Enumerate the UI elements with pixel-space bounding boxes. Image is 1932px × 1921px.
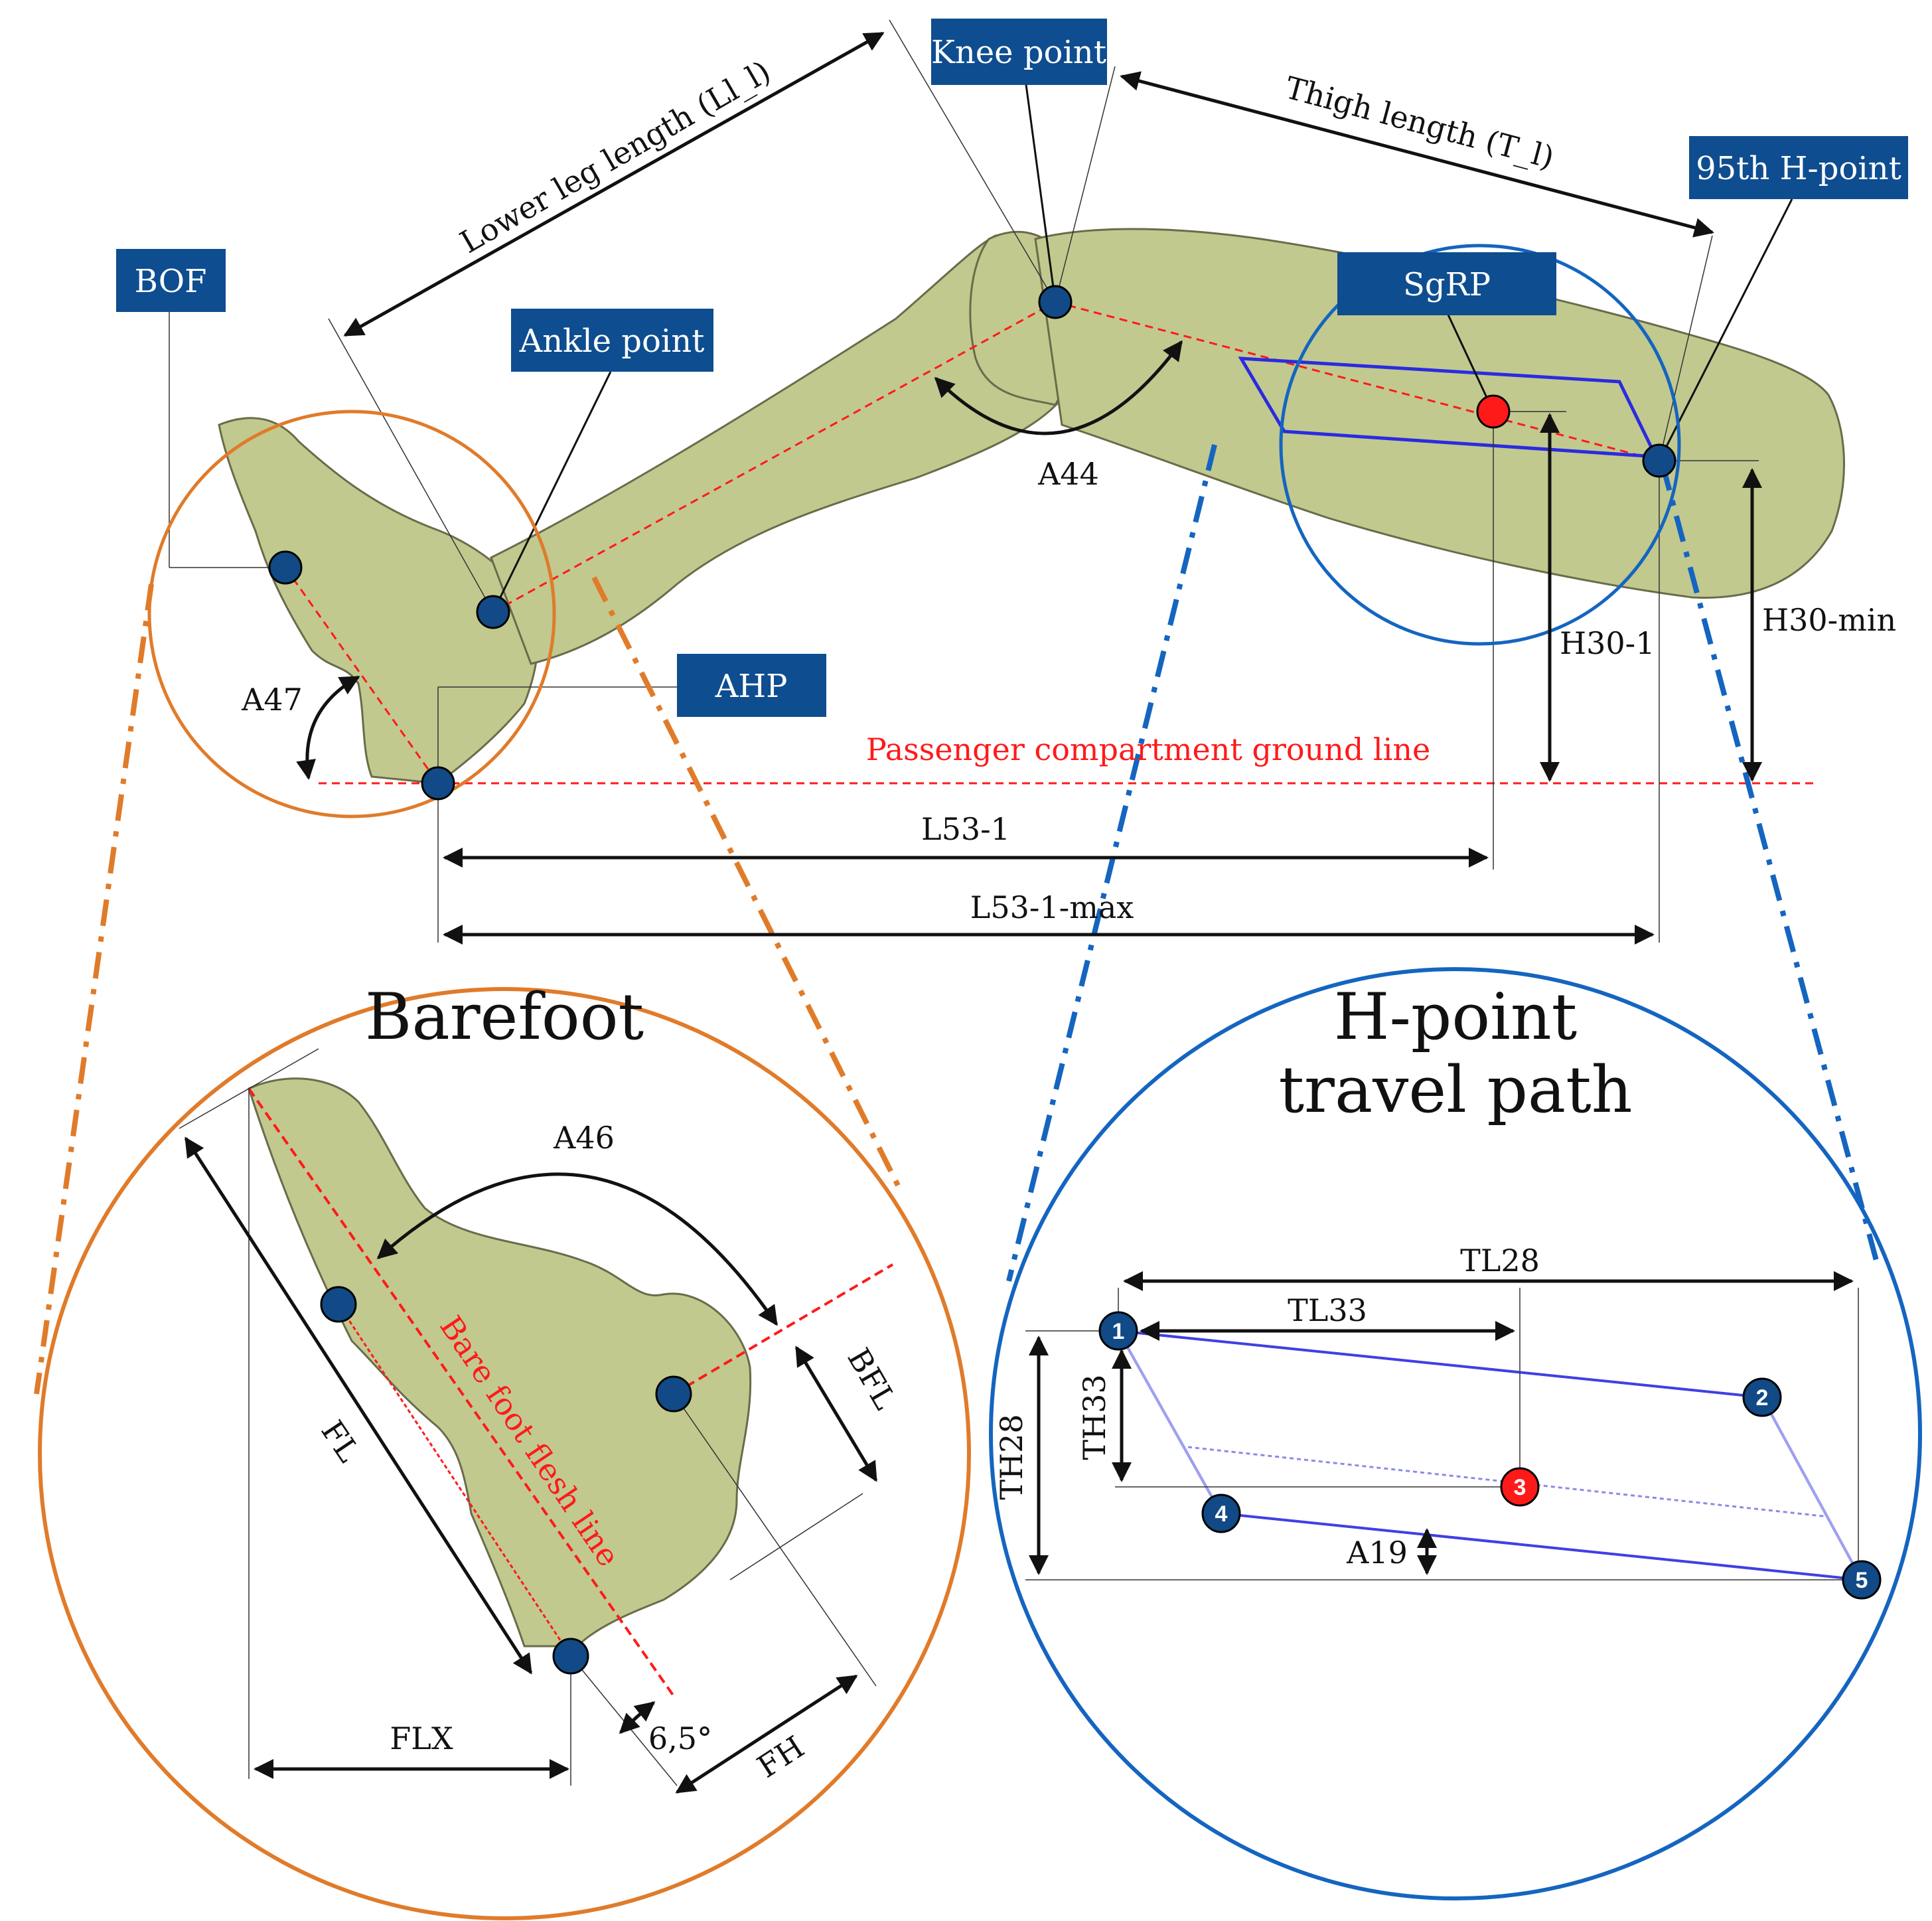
barefoot-circle <box>38 987 971 1920</box>
flx-label: FLX <box>390 1721 453 1756</box>
ground-line-label: Passenger compartment ground line <box>866 731 1430 767</box>
ahp-box <box>677 654 826 717</box>
travel-point-1-number: 1 <box>1112 1319 1125 1344</box>
hpoint-zoom-circle <box>1279 244 1681 646</box>
travel-point-2-number: 2 <box>1756 1385 1769 1411</box>
ahp-point-marker <box>421 766 455 801</box>
barefoot-title: Barefoot <box>365 980 644 1054</box>
travel-points <box>1098 1311 1882 1600</box>
a19-label: A19 <box>1346 1535 1408 1571</box>
travel-point-numbers: 1 2 3 4 5 <box>1112 1319 1868 1593</box>
barefoot-points <box>320 1286 692 1675</box>
ankle-point-label: Ankle point <box>519 323 705 360</box>
h30-min-label: H30-min <box>1762 602 1896 638</box>
knee-point-box <box>931 19 1107 85</box>
h30-1-label: H30-1 <box>1560 625 1655 661</box>
thigh-shape <box>1034 228 1845 599</box>
travel-point-3 <box>1500 1467 1540 1507</box>
leg-silhouette <box>218 228 1845 785</box>
ankle-point-box <box>511 309 713 372</box>
knee-point-label: Knee point <box>931 34 1106 71</box>
thigh-length-label: Thigh length (T_l) <box>1282 70 1558 176</box>
l53-1-label: L53-1 <box>921 811 1010 847</box>
construction-lines <box>169 19 1759 943</box>
barefoot-heel-marker <box>552 1638 589 1675</box>
bof-label: BOF <box>135 263 207 300</box>
h95-point-marker <box>1642 443 1676 478</box>
lower-leg-length-label: Lower leg length (Ll_l) <box>454 53 777 260</box>
tl33-label: TL33 <box>1288 1292 1367 1328</box>
h95-box <box>1689 136 1908 199</box>
sgrp-box <box>1337 252 1556 315</box>
bof-point-marker <box>268 550 303 585</box>
travel-point-5-number: 5 <box>1856 1568 1868 1593</box>
a47-label: A47 <box>241 682 303 718</box>
travel-point-1 <box>1098 1311 1138 1351</box>
fl-label: FL <box>314 1414 367 1468</box>
travel-point-4 <box>1201 1494 1241 1533</box>
tl28-label: TL28 <box>1460 1243 1540 1278</box>
top-points <box>268 285 1676 801</box>
th28-label: TH28 <box>994 1414 1029 1499</box>
hpoint-travel-circle <box>989 967 1922 1900</box>
sgrp-point-marker <box>1476 394 1511 429</box>
sgrp-label: SgRP <box>1403 266 1491 303</box>
hpoint-title-line1: H-point <box>1334 980 1578 1054</box>
ankle-point-marker <box>476 595 510 629</box>
knee-point-marker <box>1038 285 1073 319</box>
travel-path <box>1116 1329 1864 1582</box>
barefoot-shape <box>248 1077 752 1648</box>
travel-point-2 <box>1742 1377 1782 1417</box>
travel-point-5 <box>1842 1560 1882 1600</box>
travel-point-3-number: 3 <box>1514 1475 1526 1500</box>
travel-point-4-number: 4 <box>1215 1501 1228 1527</box>
ahp-label: AHP <box>715 668 788 705</box>
bfl-label: BFL <box>840 1342 903 1415</box>
label-boxes: Knee point 95th H-point BOF Ankle point … <box>116 19 1908 717</box>
l53-1-max-label: L53-1-max <box>970 889 1134 925</box>
angle-label: 6,5° <box>648 1721 712 1756</box>
barefoot-dimension-arrows <box>184 1136 878 1794</box>
travel-dimension-arrows <box>1029 1271 1854 1575</box>
th33-label: TH33 <box>1077 1374 1112 1460</box>
hpoint-title-line2: travel path <box>1278 1053 1632 1127</box>
dimension-arrows <box>296 31 1762 945</box>
h95-label: 95th H-point <box>1696 150 1901 187</box>
barefoot-ankle-marker <box>655 1375 692 1413</box>
foot-zoom-circle <box>147 410 556 818</box>
leader-lines <box>492 79 1793 613</box>
a46-label: A46 <box>553 1120 615 1156</box>
a44-label: A44 <box>1037 456 1099 492</box>
barefoot-bof-marker <box>320 1286 357 1323</box>
bof-box <box>116 249 226 312</box>
travel-texts: TL28 TL33 TH33 TH28 A19 <box>994 1243 1540 1571</box>
